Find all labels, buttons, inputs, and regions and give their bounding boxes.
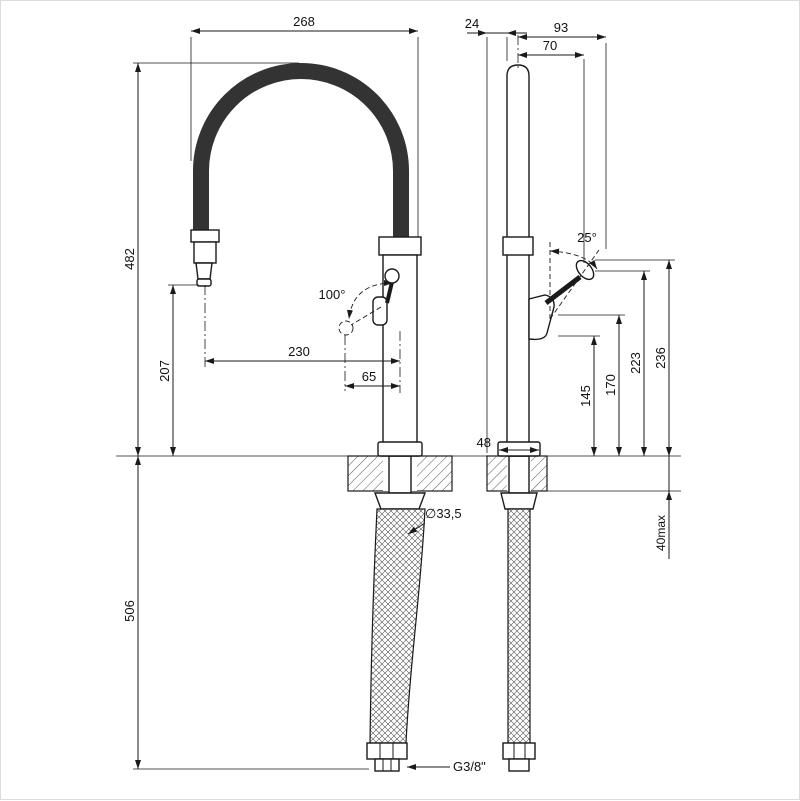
dim-236-label: 236 [653, 347, 668, 369]
dim-482-label: 482 [122, 248, 137, 270]
dimension-lines [135, 28, 672, 770]
dim-223-label: 223 [628, 352, 643, 374]
angle-25-label: 25° [577, 230, 597, 245]
dim-207-label: 207 [157, 360, 172, 382]
dim-506-label: 506 [122, 600, 137, 622]
angle-100-label: 100° [319, 287, 346, 302]
dim-170-label: 170 [603, 374, 618, 396]
dim-48-label: 48 [477, 435, 491, 450]
spray-head [196, 278, 212, 287]
handle-knob-front [384, 268, 400, 284]
thread-g38-label: G3/8" [453, 759, 486, 774]
side-view-faucet [497, 64, 600, 457]
front-under-deck [366, 455, 427, 772]
dim-40max-label: 40max [654, 515, 668, 551]
dim-230-label: 230 [288, 344, 310, 359]
handle-mechanism-side [528, 294, 555, 341]
dim-24-label: 24 [465, 16, 479, 31]
dim-70-label: 70 [543, 38, 557, 53]
dim-65-label: 65 [362, 369, 376, 384]
dimension-labels: 268 482 207 506 230 65 100° ∅33,5 24 93 … [122, 14, 668, 774]
handle-mechanism-front [372, 296, 388, 326]
diameter-33-5-label: ∅33,5 [425, 506, 462, 521]
front-view-faucet [190, 63, 423, 457]
dim-145-label: 145 [578, 385, 593, 407]
dim-93-label: 93 [554, 20, 568, 35]
dim-268-label: 268 [293, 14, 315, 29]
side-under-deck [500, 455, 538, 772]
spring-hose-arc [193, 63, 409, 241]
